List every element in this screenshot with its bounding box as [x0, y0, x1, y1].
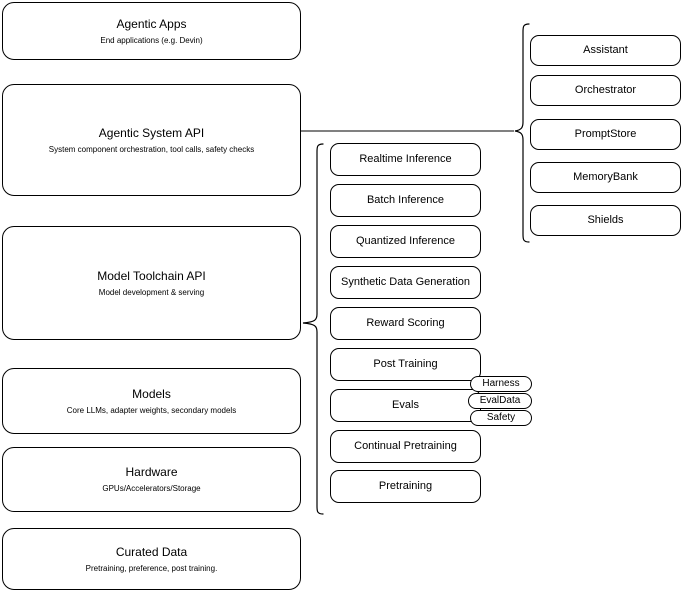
evals-badge-label: Safety	[486, 412, 516, 423]
layer-subtitle: Pretraining, preference, post training.	[85, 563, 218, 573]
toolchain-box-post-training[interactable]: Post Training	[330, 348, 481, 381]
layer-title: Models	[132, 386, 171, 401]
evals-badge-label: Harness	[482, 378, 520, 389]
toolchain-box-batch-inference[interactable]: Batch Inference	[330, 184, 481, 217]
system-box-memorybank[interactable]: MemoryBank	[530, 162, 681, 193]
toolchain-label: Evals	[392, 399, 419, 411]
layer-subtitle: End applications (e.g. Devin)	[100, 35, 203, 45]
system-label: Orchestrator	[574, 84, 637, 96]
layer-box-curated-data[interactable]: Curated Data Pretraining, preference, po…	[2, 528, 301, 590]
evals-badge-harness[interactable]: Harness	[470, 376, 532, 392]
system-label: PromptStore	[574, 128, 637, 140]
toolchain-label: Batch Inference	[366, 194, 445, 206]
evals-badge-evaldata[interactable]: EvalData	[468, 393, 532, 409]
system-label: MemoryBank	[573, 171, 638, 183]
connector-brace-toolchain-components	[300, 142, 326, 516]
system-box-shields[interactable]: Shields	[530, 205, 681, 236]
system-label: Assistant	[583, 44, 628, 56]
layer-subtitle: GPUs/Accelerators/Storage	[102, 484, 201, 493]
layer-title: Agentic System API	[98, 125, 205, 140]
layer-subtitle: Model development & serving	[98, 287, 205, 297]
layer-box-model-toolchain-api[interactable]: Model Toolchain API Model development & …	[2, 226, 301, 340]
layer-box-hardware[interactable]: Hardware GPUs/Accelerators/Storage	[2, 447, 301, 512]
system-box-orchestrator[interactable]: Orchestrator	[530, 75, 681, 106]
toolchain-label: Synthetic Data Generation	[340, 276, 471, 288]
toolchain-label: Post Training	[373, 358, 438, 370]
toolchain-box-reward-scoring[interactable]: Reward Scoring	[330, 307, 481, 340]
toolchain-box-pretraining[interactable]: Pretraining	[330, 470, 481, 503]
toolchain-box-quantized-inference[interactable]: Quantized Inference	[330, 225, 481, 258]
toolchain-label: Pretraining	[378, 480, 433, 492]
layer-title: Curated Data	[115, 544, 188, 559]
toolchain-label: Reward Scoring	[366, 317, 445, 329]
system-label: Shields	[587, 214, 624, 226]
evals-badge-safety[interactable]: Safety	[470, 410, 532, 426]
toolchain-label: Continual Pretraining	[354, 440, 457, 452]
toolchain-label: Realtime Inference	[359, 153, 452, 165]
toolchain-box-evals[interactable]: Evals	[330, 389, 481, 422]
layer-box-agentic-apps[interactable]: Agentic Apps End applications (e.g. Devi…	[2, 2, 301, 60]
connector-system-api-line	[301, 125, 516, 137]
layer-title: Hardware	[125, 465, 178, 479]
layer-box-models[interactable]: Models Core LLMs, adapter weights, secon…	[2, 368, 301, 434]
toolchain-label: Quantized Inference	[355, 235, 456, 247]
layer-title: Agentic Apps	[116, 16, 187, 31]
layer-box-agentic-system-api[interactable]: Agentic System API System component orch…	[2, 84, 301, 196]
system-box-promptstore[interactable]: PromptStore	[530, 119, 681, 150]
layer-subtitle: Core LLMs, adapter weights, secondary mo…	[66, 405, 237, 415]
toolchain-box-continual-pretraining[interactable]: Continual Pretraining	[330, 430, 481, 463]
toolchain-box-realtime-inference[interactable]: Realtime Inference	[330, 143, 481, 176]
evals-badge-label: EvalData	[479, 395, 521, 406]
layer-title: Model Toolchain API	[97, 268, 206, 283]
toolchain-box-synthetic-data-generation[interactable]: Synthetic Data Generation	[330, 266, 481, 299]
connector-brace-system-components	[512, 22, 532, 244]
layer-subtitle: System component orchestration, tool cal…	[48, 144, 255, 154]
system-box-assistant[interactable]: Assistant	[530, 35, 681, 66]
